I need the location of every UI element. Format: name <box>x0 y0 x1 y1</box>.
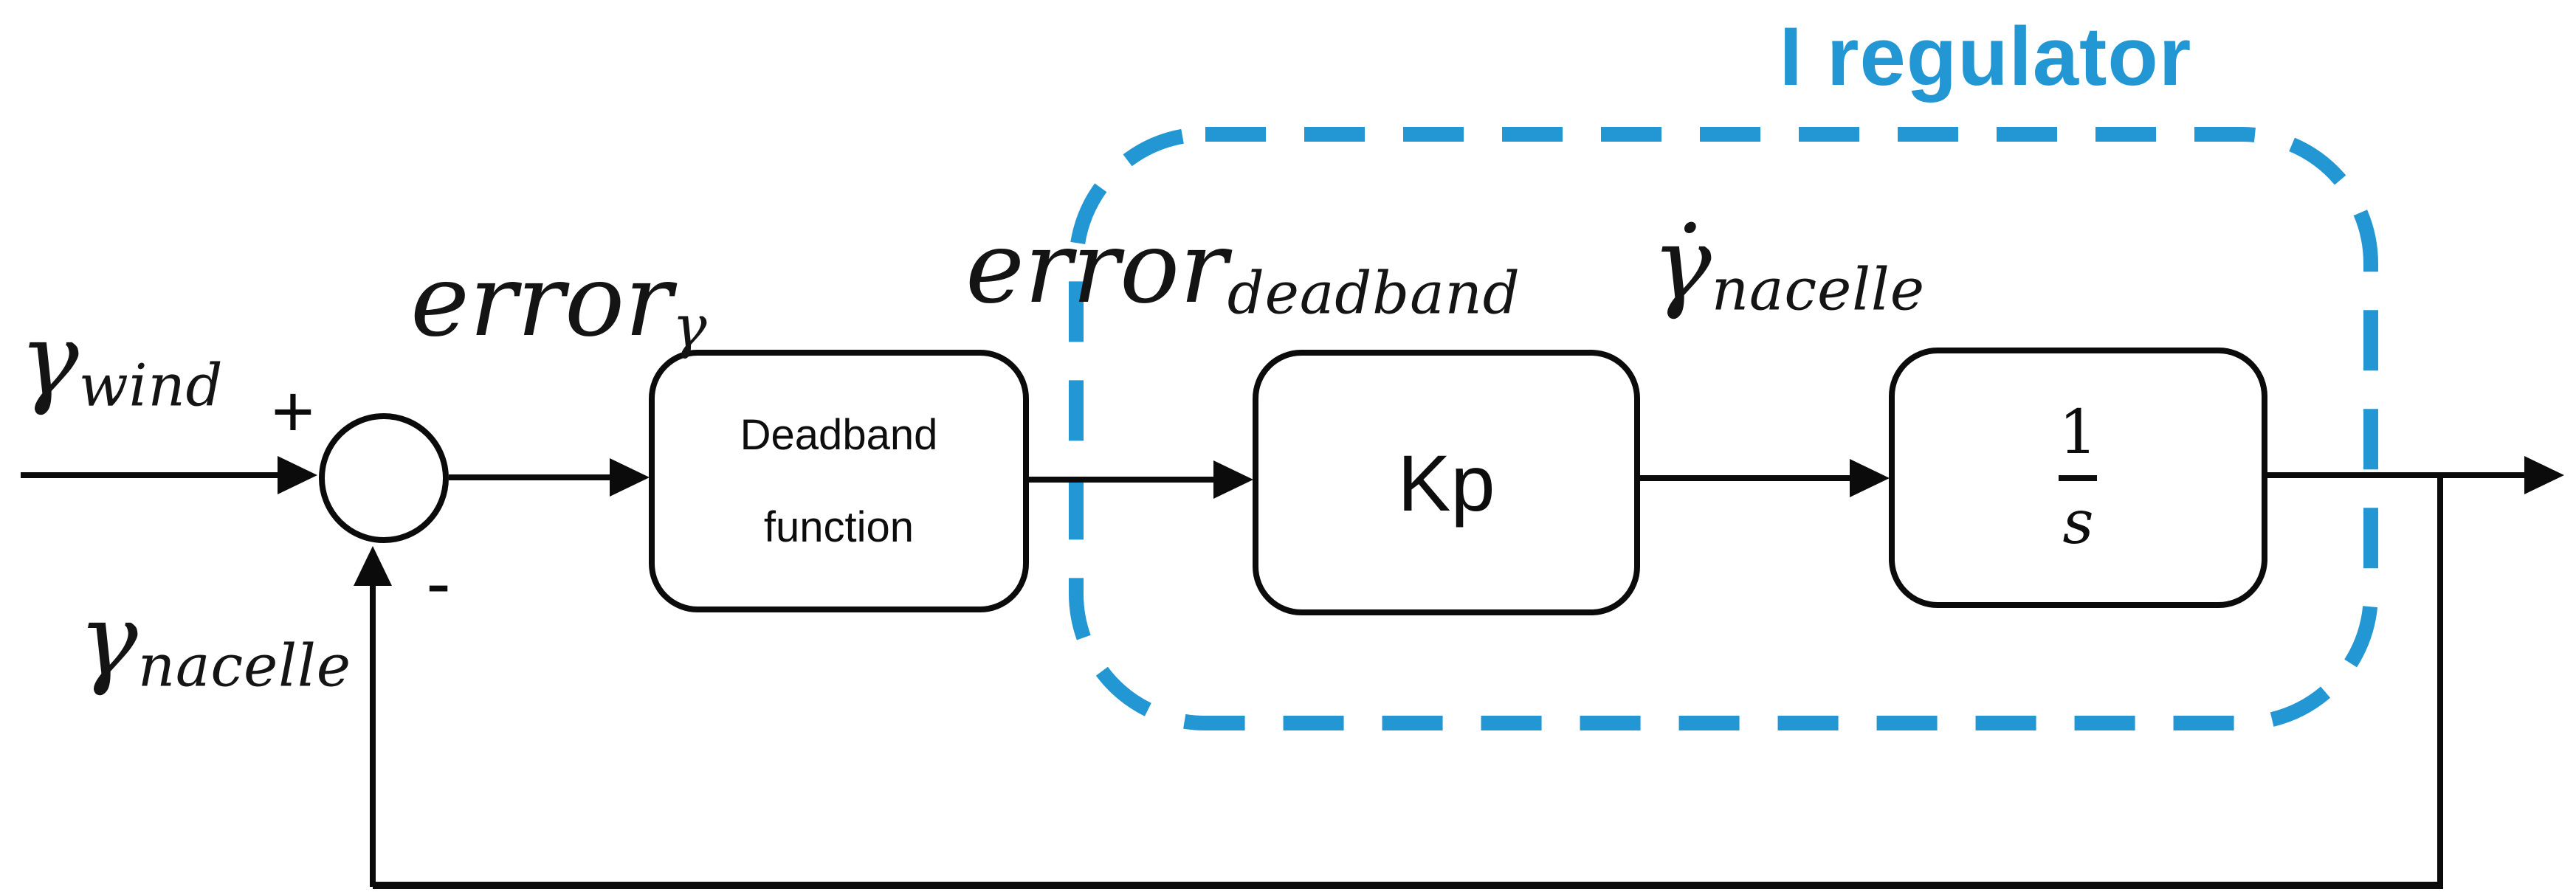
gamma-nacelle-main: γ <box>78 582 138 698</box>
error-gamma-main: error <box>410 243 672 359</box>
gain-block-shape <box>1253 350 1640 615</box>
signal-label-gamma-nacelle: γnacelle <box>78 590 351 696</box>
signal-label-error-gamma: errorγ <box>410 251 707 356</box>
i-regulator-label: I regulator <box>1779 10 2192 103</box>
error-deadband-sub: deadband <box>1227 260 1521 328</box>
fraction-bar <box>2059 474 2098 481</box>
gamma-wind-sub: wind <box>78 352 224 420</box>
sum-junction-circle <box>319 413 449 543</box>
gamma-dot-nacelle-sub: nacelle <box>1711 256 1925 324</box>
error-deadband-arrowhead <box>1213 460 1253 499</box>
output-arrowhead <box>2524 456 2564 494</box>
feedback-arrowhead <box>354 546 392 586</box>
input-arrowhead <box>278 456 317 494</box>
signal-label-gamma-wind: γwind <box>19 310 223 415</box>
error-gamma-sub: γ <box>672 293 708 361</box>
deadband-label-line2: function <box>763 503 915 551</box>
integrator-fraction: 1 s <box>2059 397 2098 558</box>
gamma-nacelle-sub: nacelle <box>137 632 351 700</box>
deadband-block: Deadband function <box>652 353 1026 609</box>
gain-block: Kp <box>1256 353 1637 612</box>
gamma-wind-main: γ <box>19 302 79 418</box>
gain-label: Kp <box>1397 438 1495 528</box>
signal-label-error-deadband: errordeadband <box>965 218 1521 323</box>
sum-plus-sign: + <box>271 370 315 453</box>
signal-label-gamma-dot-nacelle: γ̇nacelle <box>1652 214 1925 319</box>
rate-arrowhead <box>1850 459 1890 497</box>
integrator-numerator: 1 <box>2059 397 2098 468</box>
deadband-label-line1: Deadband <box>740 411 938 459</box>
error-deadband-main: error <box>965 210 1227 325</box>
i-regulator-boundary <box>1069 127 2378 730</box>
integrator-denominator: s <box>2062 487 2094 558</box>
integrator-block: 1 s <box>1892 350 2265 605</box>
sum-minus-sign: - <box>426 542 451 624</box>
gamma-dot-nacelle-main: γ̇ <box>1652 206 1712 322</box>
error-arrowhead <box>610 458 650 497</box>
